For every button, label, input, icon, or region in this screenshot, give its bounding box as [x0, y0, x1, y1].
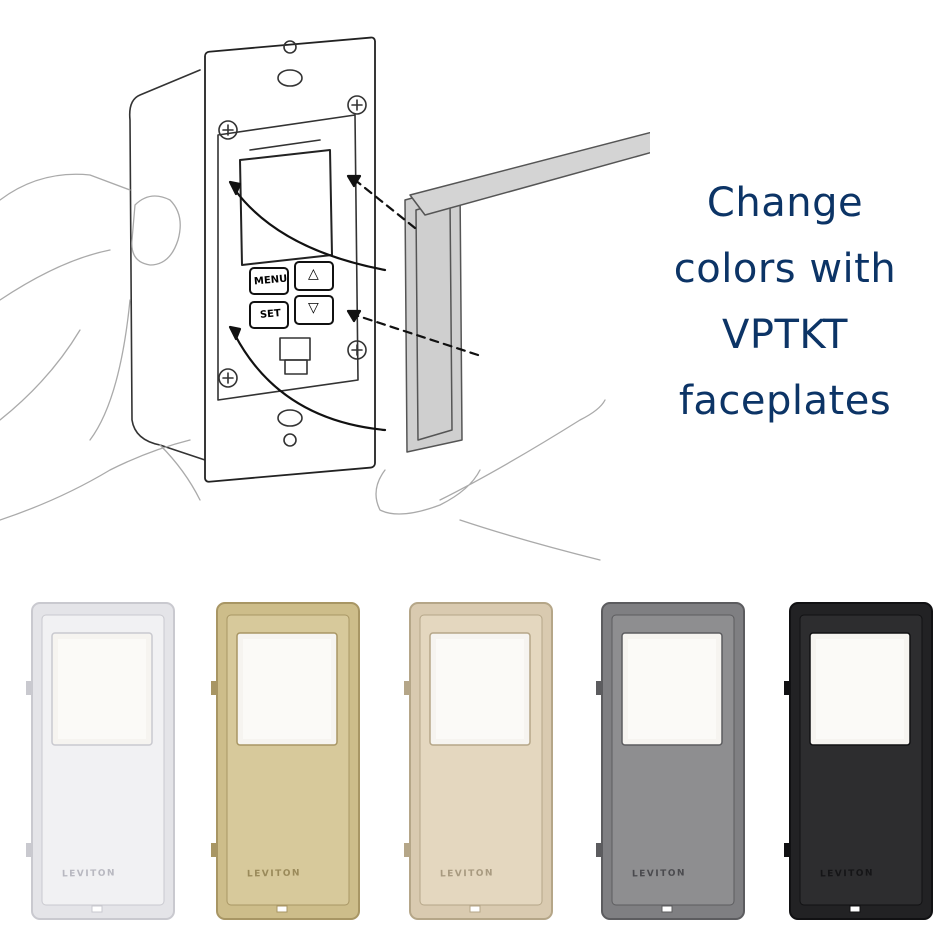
faceplate-graphic: [784, 602, 933, 920]
down-arrow-icon: ▽: [308, 300, 319, 316]
faceplate-frame: [404, 184, 463, 453]
left-hand: [0, 173, 201, 521]
faceplate-graphic: [596, 602, 745, 920]
brand-logo-text: LEVITON: [246, 868, 302, 880]
set-button-label: SET: [259, 308, 282, 321]
screw-icons: [218, 95, 367, 388]
install-arrows: [228, 174, 480, 432]
faceplate-graphic: [26, 602, 175, 920]
caption-line-3: VPTKT: [722, 312, 848, 358]
faceplate-lid: [409, 129, 661, 216]
faceplate-color-row: LEVITON LEVITON LEVITON LEVITON LEVITON: [0, 595, 937, 935]
mounting-strap: [217, 114, 359, 401]
headline-caption: Change colors with VPTKT faceplates: [640, 170, 930, 434]
faceplate-gray: LEVITON: [592, 602, 750, 921]
faceplate-graphic: [404, 602, 553, 920]
up-arrow-icon: △: [308, 266, 319, 282]
brand-logo-text: LEVITON: [61, 868, 117, 880]
faceplate-black: LEVITON: [780, 602, 937, 921]
brand-logo-text: LEVITON: [819, 868, 875, 880]
brand-logo-text: LEVITON: [631, 868, 687, 880]
right-hand: [375, 399, 606, 561]
caption-line-1: Change: [706, 180, 864, 226]
brand-logo-text: LEVITON: [439, 868, 495, 880]
faceplate-white: LEVITON: [22, 602, 180, 921]
caption-line-2: colors with: [673, 246, 897, 292]
installation-illustration: MENU SET △ ▽: [0, 0, 661, 580]
faceplate-light-almond: LEVITON: [400, 602, 558, 921]
caption-line-4: faceplates: [678, 378, 892, 424]
faceplate-ivory: LEVITON: [207, 602, 365, 921]
control-buttons: [249, 261, 334, 329]
back-box: [128, 69, 206, 461]
faceplate-graphic: [211, 602, 360, 920]
